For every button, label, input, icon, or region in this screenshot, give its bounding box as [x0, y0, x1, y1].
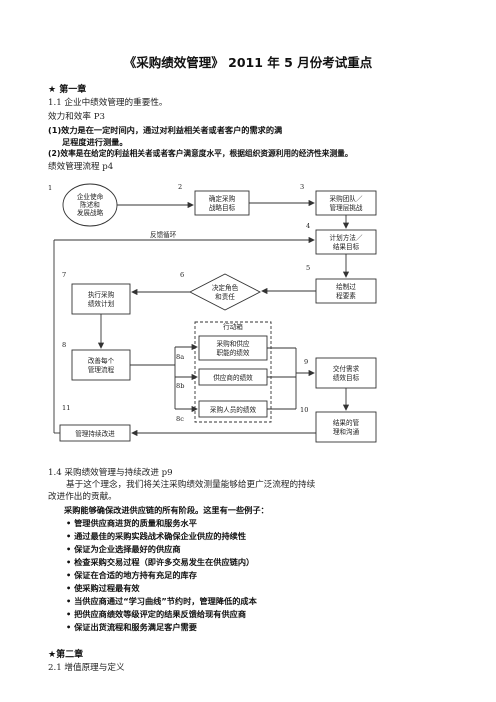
- box-3-line-1: 采购团队／: [330, 194, 363, 203]
- oval-line-3: 发展战略: [77, 208, 104, 217]
- box-5-line-2: 程要素: [336, 291, 356, 300]
- bullet-item: • 把供应商绩效等级评定的结果反馈给现有供应商: [66, 609, 247, 619]
- section-1-4: 1.4 采购绩效管理与持续改进 p9: [48, 468, 173, 478]
- bullet-item: • 通过最佳的采购实践战术确保企业供应的持续性: [66, 531, 247, 541]
- step-number-4: 4: [306, 222, 310, 230]
- box-9-line-2: 绩效目标: [333, 373, 360, 382]
- step-number-3: 3: [300, 183, 304, 191]
- step-number-6: 6: [180, 271, 184, 279]
- oval-line-1: 企业使命: [77, 192, 104, 201]
- box-10: [315, 411, 377, 443]
- point-1-line-1: (1)效力是在一定时间内，通过对利益相关者或者客户的需求的满: [48, 125, 283, 135]
- paragraph-line-2: 改进作出的贡献。: [48, 492, 117, 502]
- step-number-9: 9: [304, 358, 308, 366]
- section-1-1: 1.1 企业中绩效管理的重要性。: [48, 98, 168, 108]
- box-8b-text: 供应商的绩效: [213, 373, 253, 382]
- box-2-line-1: 确定采购: [209, 194, 236, 203]
- box-7-line-1: 执行采购: [88, 290, 115, 299]
- chapter-1-heading: ★ 第一章: [48, 85, 87, 95]
- box-7-line-2: 绩效计划: [88, 299, 115, 308]
- action-box-frame: [194, 321, 272, 423]
- feedback-loop-label: 反馈循环: [150, 230, 177, 239]
- box-9-line-1: 交付需求: [333, 364, 360, 373]
- box-4-line-2: 结果目标: [333, 242, 360, 251]
- box-11-text: 管理持续改进: [75, 429, 115, 438]
- step-number-5: 5: [306, 264, 310, 272]
- box-10-line-1: 结果的管: [333, 418, 360, 427]
- section-2-1: 2.1 增值原理与定义: [48, 663, 125, 673]
- box-8a-line-1: 采购和供应: [217, 339, 250, 348]
- box-8-line-1: 改善每个: [88, 356, 115, 365]
- point-2-line-1: (2)效率是在给定的利益相关者或者客户满意度水平，根据组织资源利用的经济性来测量…: [48, 149, 353, 158]
- oval-line-2: 陈述和: [80, 200, 100, 209]
- chapter-2-heading: ★第二章: [48, 650, 84, 660]
- step-number-11: 11: [62, 404, 70, 412]
- box-8c-text: 采购人员的绩效: [210, 405, 257, 414]
- box-5-line-1: 绘制过: [336, 282, 356, 291]
- step-number-8b: 8b: [176, 382, 184, 390]
- bullet-item: • 使采购过程最有效: [66, 583, 140, 593]
- step-number-7: 7: [62, 271, 66, 279]
- flowchart-caption: 绩效管理流程 p4: [48, 162, 114, 172]
- box-3-line-2: 管理层挑战: [330, 203, 363, 212]
- decision-diamond: [189, 273, 261, 311]
- box-8-line-2: 管理流程: [88, 365, 115, 374]
- step-number-2: 2: [178, 183, 182, 191]
- bullet-item: • 检查采购交易过程（即许多交易发生在供应链内）: [66, 557, 255, 567]
- box-10-line-2: 理和沟通: [333, 427, 360, 436]
- box-7: [71, 283, 131, 315]
- box-4-line-1: 计划方法／: [330, 233, 363, 242]
- effectiveness-efficiency-label: 效力和效率 P3: [48, 112, 105, 122]
- step-number-10: 10: [300, 406, 308, 414]
- paragraph-line-1: 基于这个理念，我们将关注采购绩效测量能够给更广泛流程的持续: [66, 480, 316, 490]
- diamond-line-1: 决定角色: [212, 283, 239, 292]
- step-number-8c: 8c: [176, 415, 184, 423]
- bold-intro: 采购能够确保改进供应链的所有阶段。这里有一些例子：: [64, 505, 269, 515]
- step-number-8a: 8a: [176, 353, 184, 361]
- box-2-line-2: 战略目标: [209, 203, 236, 212]
- point-1-line-2: 足程度进行测量。: [62, 137, 128, 147]
- bullet-item: • 保证在合适的地方持有充足的库存: [66, 570, 197, 580]
- box-8a-line-2: 职能的绩效: [217, 348, 250, 357]
- step-number-1: 1: [48, 184, 52, 192]
- box-9: [315, 357, 377, 389]
- bullet-item: • 管理供应商进货的质量和服务水平: [66, 518, 197, 528]
- bullet-item: • 保证为企业选择最好的供应商: [66, 544, 181, 554]
- diamond-line-2: 和责任: [215, 292, 235, 301]
- action-box-label: 行动箱: [223, 322, 243, 331]
- bullet-item: • 保证出货流程和服务满足客户需要: [66, 622, 197, 632]
- document-title: 《采购绩效管理》 2011 年 5 月份考试重点: [123, 55, 373, 70]
- bullet-item: • 当供应商通过“学习曲线”节约时，管理降低的成本: [66, 596, 257, 606]
- step-number-8: 8: [62, 341, 66, 349]
- box-8: [71, 349, 131, 381]
